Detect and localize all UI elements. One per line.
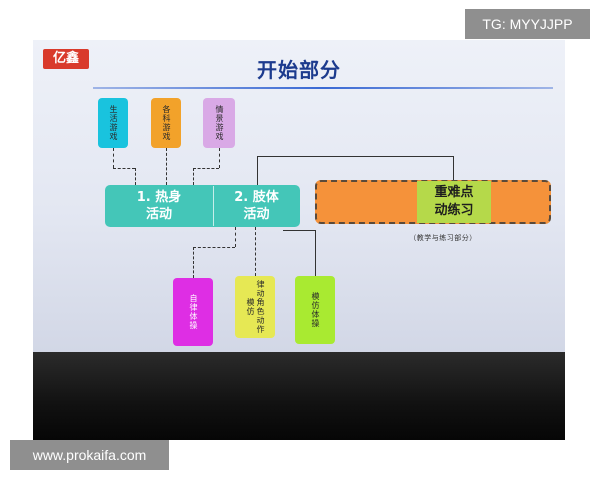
limb-activity: 2. 肢体 活动 bbox=[213, 185, 300, 227]
connector-green-up bbox=[315, 230, 316, 276]
connector-cyan-across bbox=[113, 168, 135, 169]
bottom-box-self-discipline-label: 自律体操 bbox=[189, 294, 198, 330]
focus-caption: （教学与练习部分） bbox=[409, 234, 477, 242]
slide: 亿鑫 开始部分 生活游戏 各科游戏 情景游戏 1. 热身 活动 2. 肢体 活动… bbox=[33, 40, 565, 352]
connector-lilac-down bbox=[219, 148, 220, 168]
connector-magenta-up bbox=[193, 247, 194, 278]
connector-yellow-up bbox=[255, 227, 256, 276]
connector-cyan-down bbox=[113, 148, 114, 168]
connector-lilac-to-bar bbox=[193, 168, 194, 185]
top-box-life-games: 生活游戏 bbox=[98, 98, 128, 148]
top-box-scenario-games: 情景游戏 bbox=[203, 98, 235, 148]
connector-cyan-to-bar bbox=[135, 168, 136, 185]
watermark-badge-top-right: TG: MYYJJPP bbox=[465, 9, 590, 39]
warmup-bar bbox=[105, 185, 300, 227]
title-underline bbox=[93, 87, 553, 89]
top-box-scenario-games-label: 情景游戏 bbox=[215, 105, 224, 141]
focus-practice-box: 重难点 动练习 bbox=[417, 181, 491, 223]
warmup-activity: 1. 热身 活动 bbox=[105, 185, 213, 227]
connector-lilac-across bbox=[193, 168, 219, 169]
bottom-box-rhythm-imitation: 律动角色动作模仿 bbox=[235, 276, 275, 338]
bottom-box-imitation-label: 模仿体操 bbox=[311, 292, 320, 328]
bottom-box-self-discipline-exercise: 自律体操 bbox=[173, 278, 213, 346]
connector-bottom-stub bbox=[235, 227, 236, 247]
top-box-life-games-label: 生活游戏 bbox=[109, 105, 118, 141]
bottom-box-rhythm-label: 律动角色动作模仿 bbox=[246, 280, 265, 334]
focus-practice-label: 重难点 动练习 bbox=[434, 185, 474, 218]
top-box-subject-games: 各科游戏 bbox=[151, 98, 181, 148]
bracket-left-riser bbox=[257, 156, 258, 185]
brand-logo: 亿鑫 bbox=[43, 49, 89, 69]
bottom-box-imitation-exercise: 模仿体操 bbox=[295, 276, 335, 344]
limb-activity-label: 2. 肢体 活动 bbox=[234, 190, 279, 222]
connector-magenta-across bbox=[193, 247, 235, 248]
watermark-badge-bottom-left: www.prokaifa.com bbox=[10, 440, 169, 470]
screen-bottom-shadow bbox=[33, 352, 565, 440]
bracket-top bbox=[257, 156, 453, 157]
connector-green-across bbox=[283, 230, 315, 231]
slide-title: 开始部分 bbox=[257, 58, 341, 82]
connector-orange-down bbox=[166, 148, 167, 185]
bracket-right-drop bbox=[453, 156, 454, 181]
projection-screen: 亿鑫 开始部分 生活游戏 各科游戏 情景游戏 1. 热身 活动 2. 肢体 活动… bbox=[33, 40, 565, 440]
top-box-subject-games-label: 各科游戏 bbox=[162, 105, 171, 141]
warmup-divider bbox=[213, 186, 214, 226]
warmup-activity-label: 1. 热身 活动 bbox=[136, 190, 182, 222]
